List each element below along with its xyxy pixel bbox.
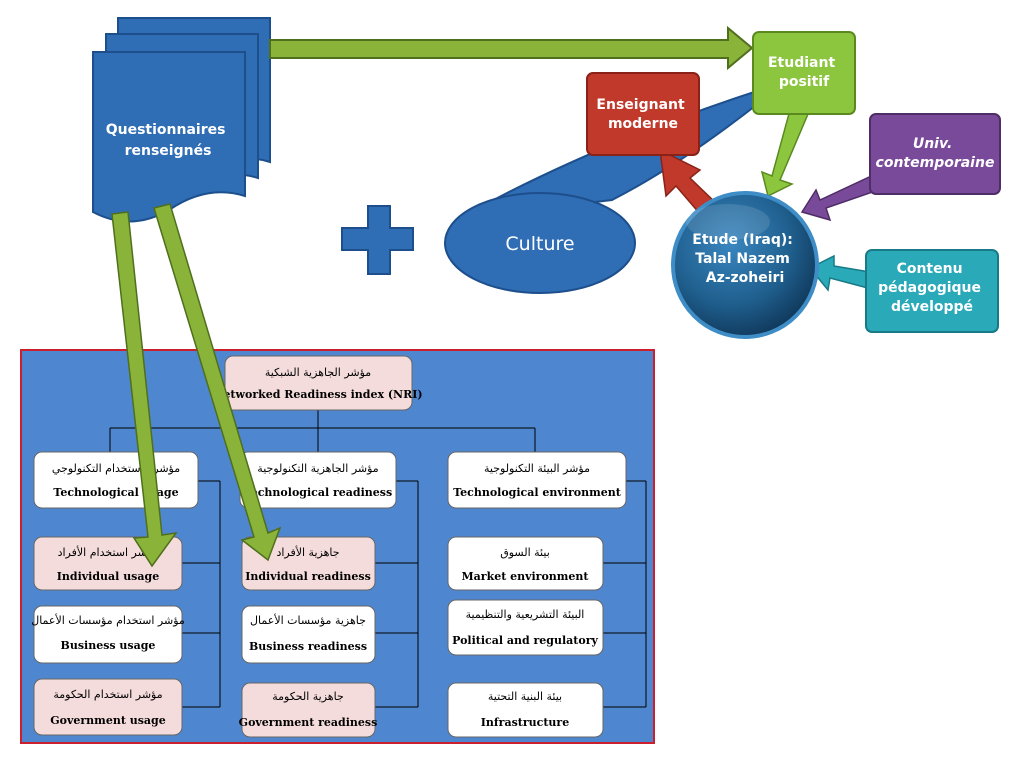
nri-col1-item-government: مؤشر استخدام الحكومة Government usage <box>33 678 183 736</box>
univ-box: Univ. contemporaine <box>800 113 1001 222</box>
svg-text:جاهزية مؤسسات الأعمال: جاهزية مؤسسات الأعمال <box>250 613 366 627</box>
contenu-label-1: Contenu <box>897 261 963 277</box>
etude-label-2: Talal Nazem <box>695 251 790 267</box>
svg-text:Technological readiness: Technological readiness <box>244 486 392 499</box>
svg-text:Etudiant positif: Etudiant positif <box>768 55 840 90</box>
nri-connectors <box>109 410 647 708</box>
svg-text:جاهزية الأفراد: جاهزية الأفراد <box>276 545 339 559</box>
svg-text:بيئة البنية التحتية: بيئة البنية التحتية <box>488 690 562 703</box>
nri-col3-item-infrastructure: بيئة البنية التحتية Infrastructure <box>447 682 604 738</box>
etudiant-box: Etudiant positif <box>752 31 856 198</box>
etude-label-1: Etude (Iraq): <box>692 232 793 248</box>
questionnaires-stack: Questionnaires renseignés <box>92 17 271 223</box>
nri-col3-header: مؤشر البيئة التكنولوجية Technological en… <box>447 451 627 509</box>
enseignant-label-1: Enseignant <box>596 97 685 113</box>
enseignant-label-2: moderne <box>608 116 678 132</box>
nri-col2-item-government: جاهزية الحكومة Government readiness <box>239 682 378 738</box>
questionnaires-label: Questionnaires renseignés <box>106 122 231 159</box>
svg-text:Etude (Iraq): Talal Naze: Etude (Iraq): Talal Nazem Az-zoheiri <box>692 232 797 286</box>
nri-root-ar: مؤشر الجاهزية الشبكية <box>265 366 371 379</box>
nri-root-box: مؤشر الجاهزية الشبكية Networked Readines… <box>213 355 423 411</box>
contenu-label-3: développé <box>891 299 973 315</box>
enseignant-box: Enseignant moderne <box>586 72 720 215</box>
svg-text:Political and regulatory: Political and regulatory <box>452 634 598 647</box>
svg-text:Individual usage: Individual usage <box>57 570 159 583</box>
univ-label-2: contemporaine <box>876 155 995 171</box>
arrow-questionnaires-to-etudiant <box>269 25 754 71</box>
svg-text:مؤشر استخدام الأفراد: مؤشر استخدام الأفراد <box>58 545 159 559</box>
etudiant-label-2: positif <box>779 74 830 90</box>
culture-label: Culture <box>505 233 574 255</box>
svg-text:Contenu pédagogique: Contenu pédagogique développé <box>878 261 986 315</box>
svg-text:Business readiness: Business readiness <box>249 640 367 653</box>
svg-text:Individual readiness: Individual readiness <box>245 570 371 583</box>
etudiant-label-1: Etudiant <box>768 55 835 71</box>
univ-label-1: Univ. <box>913 136 952 152</box>
svg-text:بيئة السوق: بيئة السوق <box>500 546 550 559</box>
nri-col2-header: مؤشر الجاهزية التكنولوجية Technological … <box>239 451 397 509</box>
svg-text:Univ. contemporaine: Univ. contemporaine <box>876 136 995 171</box>
svg-text:Enseignant moderne: Enseignant moderne <box>596 97 689 132</box>
svg-text:مؤشر الجاهزية التكنولوجية: مؤشر الجاهزية التكنولوجية <box>257 462 379 475</box>
nri-col1-item-business: مؤشر استخدام مؤسسات الأعمال Business usa… <box>31 605 185 664</box>
nri-col3-item-market: بيئة السوق Market environment <box>447 536 604 591</box>
svg-text:جاهزية الحكومة: جاهزية الحكومة <box>272 690 344 703</box>
nri-col2-item-business: جاهزية مؤسسات الأعمال Business readiness <box>241 605 376 664</box>
nri-col1-header: مؤشر الاستخدام التكنولوجي Technological … <box>33 451 199 509</box>
svg-text:Business usage: Business usage <box>61 639 156 652</box>
svg-text:Government readiness: Government readiness <box>239 716 378 729</box>
arrow-questionnaires-to-individual-readiness <box>153 203 282 562</box>
svg-text:مؤشر استخدام مؤسسات الأعمال: مؤشر استخدام مؤسسات الأعمال <box>31 613 185 627</box>
arrow-questionnaires-to-individual-usage <box>111 211 178 568</box>
nri-col2-item-individual: جاهزية الأفراد Individual readiness <box>241 536 376 591</box>
svg-text:Market environment: Market environment <box>461 570 589 583</box>
nri-col3-item-political: البيئة التشريعية والتنظيمية Political an… <box>447 599 604 656</box>
svg-text:Government usage: Government usage <box>50 714 165 727</box>
etude-sphere: Etude (Iraq): Talal Nazem Az-zoheiri <box>671 191 819 339</box>
svg-text:Infrastructure: Infrastructure <box>481 716 569 729</box>
etude-label-3: Az-zoheiri <box>706 270 785 286</box>
svg-text:Technological usage: Technological usage <box>53 486 178 499</box>
plus-sign <box>341 205 414 275</box>
svg-text:مؤشر استخدام الحكومة: مؤشر استخدام الحكومة <box>53 688 162 701</box>
nri-root-en: Networked Readiness index (NRI) <box>213 388 422 401</box>
svg-text:Technological environment: Technological environment <box>453 486 622 499</box>
contenu-label-2: pédagogique <box>878 280 981 296</box>
contenu-box: Contenu pédagogique développé <box>808 249 999 333</box>
svg-text:البيئة التشريعية والتنظيمية: البيئة التشريعية والتنظيمية <box>466 608 585 621</box>
svg-text:مؤشر الاستخدام التكنولوجي: مؤشر الاستخدام التكنولوجي <box>52 462 180 475</box>
svg-text:مؤشر البيئة التكنولوجية: مؤشر البيئة التكنولوجية <box>484 462 590 475</box>
